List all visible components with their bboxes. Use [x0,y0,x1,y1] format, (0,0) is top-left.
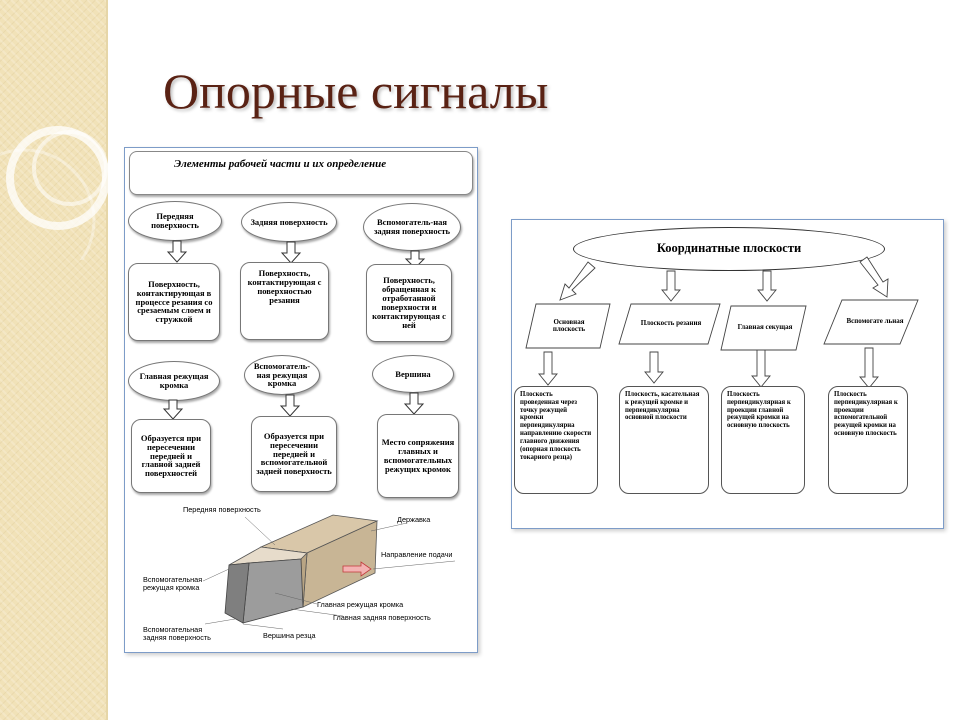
definition-tip: Место сопряжения главных и вспомогательн… [377,414,459,498]
elements-header: Элементы рабочей части и их определение [129,151,473,195]
plane-auxiliary-definition: Плоскость перпендикулярная к проекции вс… [828,386,908,494]
plane-main-definition: Плоскость проведенная через точку режуще… [514,386,598,494]
label-aux-edge: Вспомогательная режущая кромка [143,575,203,593]
plane-auxiliary: Вспомогате льная [846,317,904,326]
down-arrow-icon [279,394,301,417]
plane-main-secant-definition: Плоскость перпендикулярная к проекции гл… [721,386,805,494]
down-arrow-icon [403,392,425,415]
planes-arrows [538,256,889,389]
plane-cutting-definition: Плоскость, касательная к режущей кромке … [619,386,709,494]
plane-main-secant: Главная секущая [737,323,793,332]
down-arrow-icon [166,240,188,263]
decorative-rings [0,126,110,260]
elements-panel: Элементы рабочей части и их определение … [124,147,478,653]
band-edge [106,0,108,720]
definition-back-surface: Поверхность, контактирующая с поверхност… [240,262,329,340]
concept-aux-back-surface: Вспомогатель-ная задняя поверхность [363,203,461,251]
coordinate-planes-panel: Координатные плоскости Основная плоскос [511,219,944,529]
label-main-back-surface: Главная задняя поверхность [333,613,431,622]
planes-header: Координатные плоскости [573,227,885,271]
definition-main-edge: Образуется при пересечении передней и гл… [131,419,211,493]
slide-title: Опорные сигналы [163,63,549,119]
concept-tip: Вершина [372,355,454,393]
concept-aux-edge: Вспомогатель-ная режущая кромка [244,355,320,395]
label-main-edge: Главная режущая кромка [317,600,404,609]
label-tip: Вершина резца [263,631,316,640]
cutting-tool-figure [202,514,456,630]
down-arrow-icon [162,399,184,420]
label-feed-direction: Направление подачи [381,550,453,559]
down-arrow-icon [404,250,426,269]
plane-main: Основная плоскость [552,317,586,333]
definition-aux-edge: Образуется при пересечении передней и вс… [251,416,337,492]
decorative-band [0,0,106,720]
label-holder: Державка [397,515,431,524]
definition-front-surface: Поверхность, контактирующая в процессе р… [128,263,220,341]
concept-back-surface: Задняя поверхность [241,202,337,242]
label-front-surface: Передняя поверхность [183,505,261,514]
concept-main-edge: Главная режущая кромка [128,361,220,401]
plane-shapes [525,299,919,351]
label-aux-back-surface: Вспомогательная задняя поверхность [143,625,211,643]
plane-cutting: Плоскость резания [640,319,702,328]
down-arrow-icon [280,241,302,264]
definition-aux-back-surface: Поверхность, обращенная к отработанной п… [366,264,452,342]
concept-front-surface: Передняя поверхность [128,201,222,241]
